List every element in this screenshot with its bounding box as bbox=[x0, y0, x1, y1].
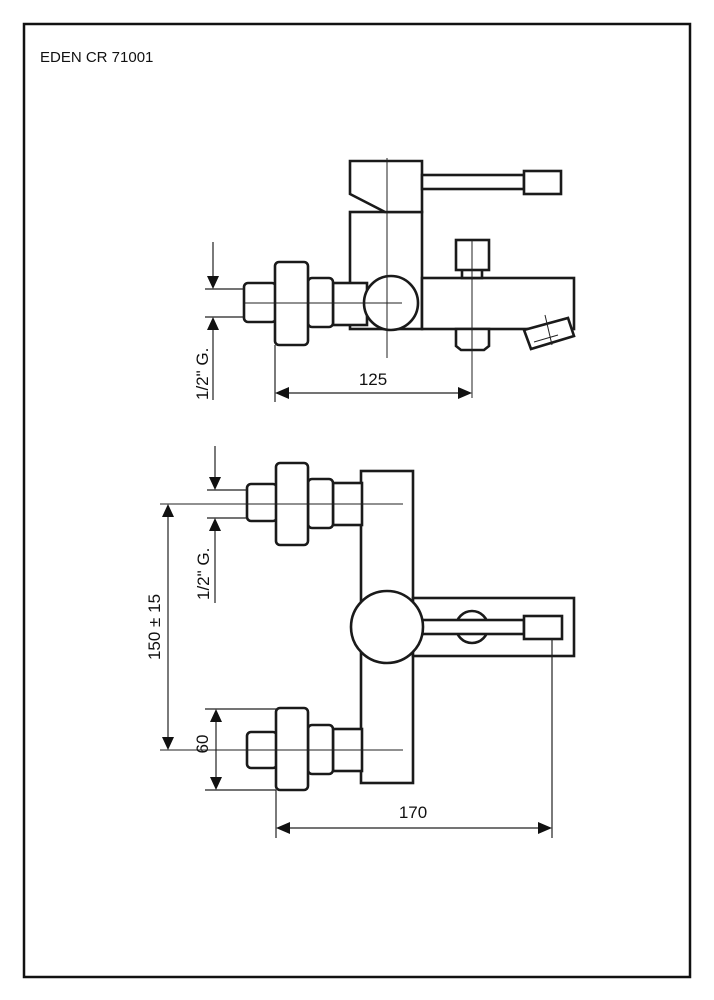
lever-bar bbox=[420, 173, 526, 191]
dimension-170: 170 bbox=[399, 803, 427, 822]
side-view bbox=[242, 158, 576, 398]
model-title: EDEN CR 71001 bbox=[40, 49, 153, 66]
dimension-150: 150 ± 15 bbox=[145, 594, 164, 660]
side-thread-dimension: 1/2" G. bbox=[193, 242, 244, 400]
arrow bbox=[210, 709, 222, 722]
lever-bar bbox=[420, 618, 526, 636]
aerator-detail bbox=[533, 334, 559, 343]
thread-label: 1/2" G. bbox=[193, 348, 212, 400]
front-thread-dimension: 1/2" G. bbox=[194, 446, 247, 603]
centerline bbox=[544, 314, 553, 346]
arrow bbox=[207, 317, 219, 330]
inlet-pipe bbox=[331, 281, 369, 327]
spout bbox=[420, 276, 576, 331]
handle-head bbox=[348, 159, 424, 214]
arrow bbox=[538, 822, 552, 834]
center-distance-dimension: 150 ± 15 bbox=[145, 504, 174, 750]
arrow bbox=[275, 387, 289, 399]
lever-end bbox=[522, 169, 563, 196]
arrow bbox=[276, 822, 290, 834]
cartridge-circle bbox=[349, 589, 425, 665]
arrow bbox=[162, 737, 174, 750]
arrow bbox=[207, 276, 219, 289]
side-width-dimension: 125 bbox=[274, 345, 472, 402]
arrow bbox=[210, 777, 222, 790]
arrow bbox=[458, 387, 472, 399]
lever-end bbox=[522, 614, 564, 641]
dimension-60: 60 bbox=[193, 735, 212, 754]
dimension-125: 125 bbox=[359, 370, 387, 389]
arrow bbox=[209, 518, 221, 531]
wall-flange-bottom bbox=[274, 706, 310, 792]
arrow bbox=[162, 504, 174, 517]
arrow bbox=[209, 477, 221, 490]
front-view bbox=[160, 461, 576, 792]
depth-dimension: 170 bbox=[275, 639, 553, 838]
thread-label: 1/2" G. bbox=[194, 548, 213, 600]
nut-dimension: 60 bbox=[193, 708, 276, 791]
inlet-stub-top bbox=[245, 482, 279, 523]
